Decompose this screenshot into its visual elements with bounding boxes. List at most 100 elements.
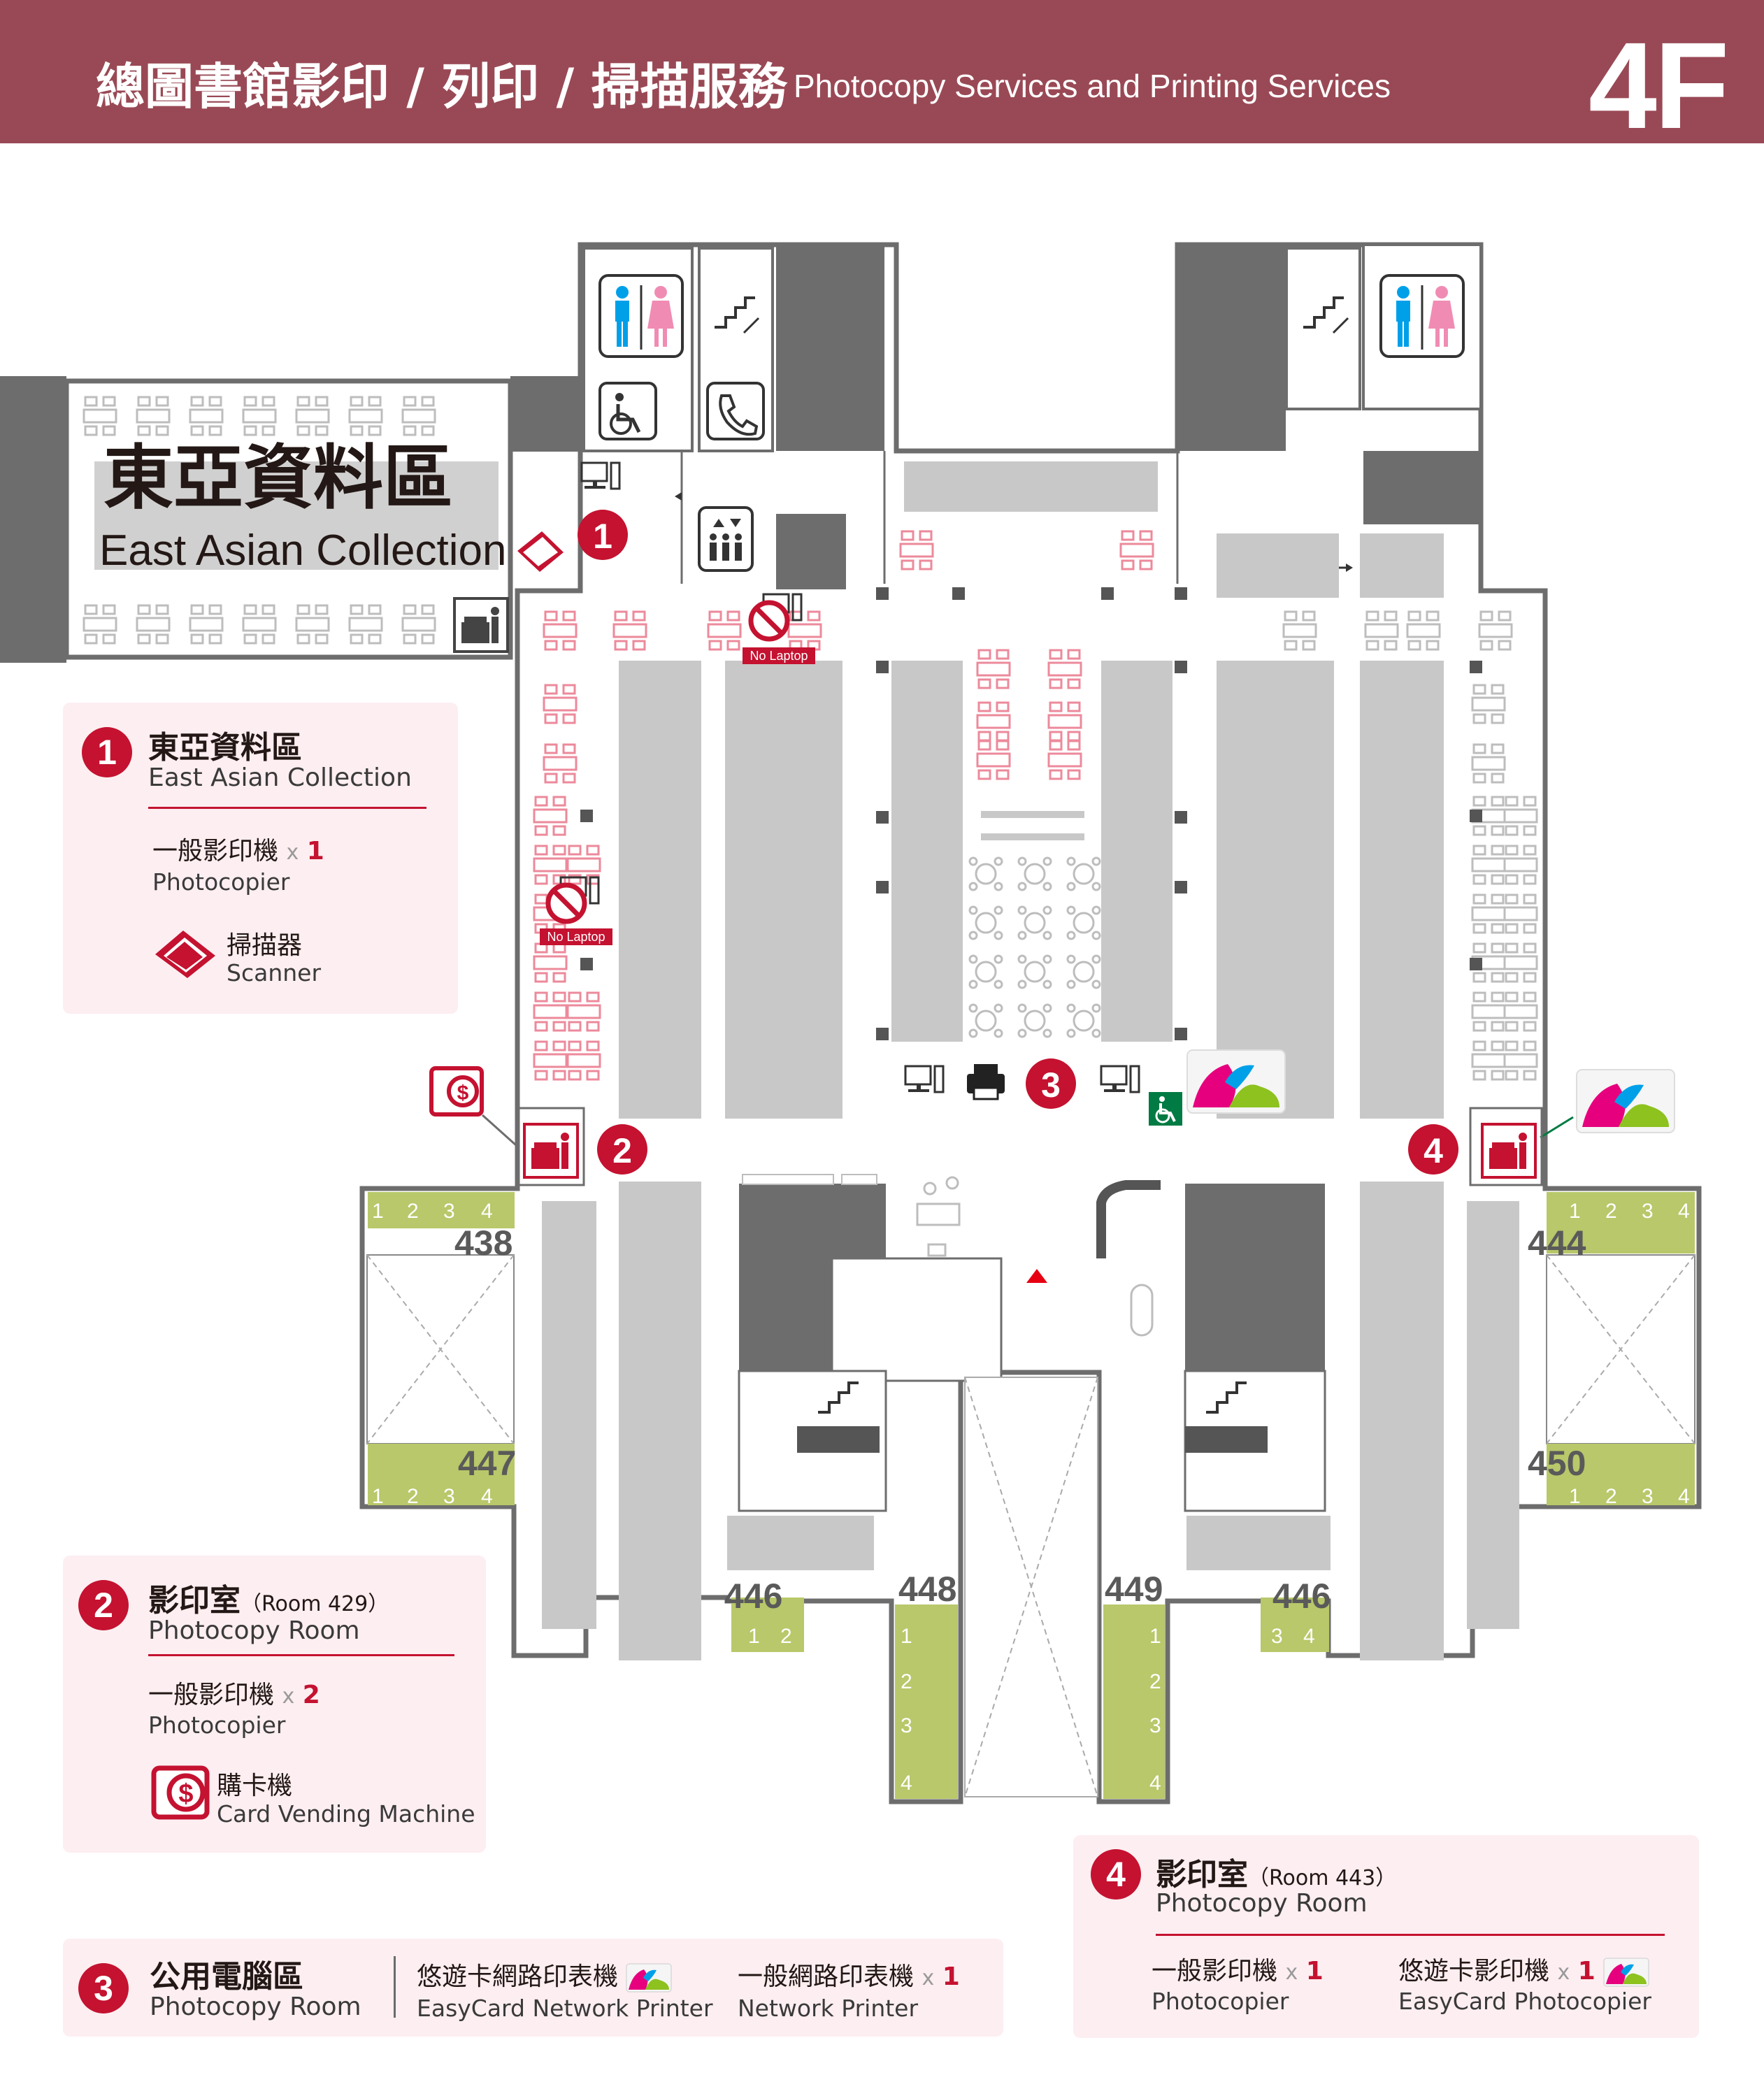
easycard-icon xyxy=(626,1963,672,1993)
legend-item: 一般影印機 x 1 xyxy=(152,831,324,867)
legend-panel-1: 1 東亞資料區 East Asian Collection 一般影印機 x 1 … xyxy=(63,703,458,1014)
legend-panel-3: 3 公用電腦區 Photocopy Room 悠遊卡網路印表機 EasyCard… xyxy=(63,1939,1003,2037)
marker-4: 4 xyxy=(1408,1124,1458,1175)
legend-panel-4: 4 影印室（Room 443） Photocopy Room 一般影印機 x 1… xyxy=(1073,1835,1699,2038)
no-laptop-sign: No Laptop xyxy=(540,876,612,945)
legend-item2-zh: 掃描器 xyxy=(227,931,303,960)
legend-title-zh: 影印室（Room 443） xyxy=(1156,1849,1396,1894)
svg-text:4: 4 xyxy=(1303,1625,1315,1648)
legend-title-en: Photocopy Room xyxy=(150,1993,361,2021)
svg-text:1: 1 xyxy=(1149,1625,1161,1648)
stairs-icon xyxy=(1302,296,1349,334)
legend-number: 4 xyxy=(1091,1849,1141,1900)
legend-number: 1 xyxy=(82,727,132,777)
legend-number: 2 xyxy=(78,1580,129,1630)
title-text: 影印室 xyxy=(1156,1857,1248,1893)
legend-title-zh: 東亞資料區 xyxy=(148,730,302,766)
svg-text:2: 2 xyxy=(901,1670,912,1693)
legend-item1: 一般影印機 x 1 xyxy=(1152,1951,1324,1987)
legend-panel-2: 2 影印室（Room 429） Photocopy Room 一般影印機 x 2… xyxy=(63,1556,486,1853)
item-label: 悠遊卡網路印表機 xyxy=(417,1962,619,1991)
accessible-computer-icon xyxy=(1149,1092,1182,1126)
legend-item2-en: EasyCard Photocopier xyxy=(1398,1988,1651,2015)
svg-text:No Laptop: No Laptop xyxy=(750,649,808,663)
legend-title-zh: 公用電腦區 xyxy=(150,1959,303,1995)
svg-text:4: 4 xyxy=(1678,1485,1690,1508)
divider xyxy=(148,807,426,809)
svg-text:No Laptop: No Laptop xyxy=(547,930,605,944)
svg-text:4: 4 xyxy=(901,1772,912,1795)
qty-value: 1 xyxy=(1305,1957,1324,1986)
qty-value: 1 xyxy=(1577,1957,1596,1986)
void-right xyxy=(1546,1254,1695,1444)
svg-text:3: 3 xyxy=(443,1485,455,1508)
legend-item2-zh: 購卡機 xyxy=(217,1772,293,1800)
svg-text:2: 2 xyxy=(407,1485,419,1508)
legend-number: 3 xyxy=(78,1963,129,2013)
page-subtitle: Photocopy Services and Printing Services xyxy=(794,68,1391,104)
item-label: 一般影印機 xyxy=(1152,1957,1278,1986)
legend-item2: 悠遊卡影印機 x 1 xyxy=(1398,1951,1649,1987)
marker-1: 1 xyxy=(578,510,628,560)
copier-icon xyxy=(523,1123,579,1179)
svg-text:438: 438 xyxy=(454,1223,512,1263)
east-asian-label-en: East Asian Collection xyxy=(99,526,506,575)
room-numbers: 438 447 444 450 446 448 449 446 xyxy=(454,1223,1586,1616)
svg-text:4: 4 xyxy=(481,1485,493,1508)
svg-text:446: 446 xyxy=(1272,1577,1331,1616)
svg-text:1: 1 xyxy=(748,1625,760,1648)
restroom-icon xyxy=(598,274,684,358)
legend-item2-en: Card Vending Machine xyxy=(217,1800,475,1828)
qty-value: 1 xyxy=(306,837,324,866)
svg-text:1: 1 xyxy=(901,1625,912,1648)
svg-text:449: 449 xyxy=(1105,1570,1163,1609)
svg-text:4: 4 xyxy=(1678,1200,1690,1223)
item-label: 一般影印機 xyxy=(148,1681,275,1709)
room-number: （Room 429） xyxy=(241,1592,389,1616)
svg-text:3: 3 xyxy=(901,1714,912,1737)
legend-item-en: Photocopier xyxy=(148,1711,286,1739)
svg-text:2: 2 xyxy=(407,1200,419,1223)
svg-text:2: 2 xyxy=(1605,1485,1617,1508)
restroom-icon xyxy=(1379,274,1465,358)
easycard-icon xyxy=(1603,1958,1649,1987)
svg-text:2: 2 xyxy=(1149,1670,1161,1693)
svg-text:1: 1 xyxy=(1569,1485,1581,1508)
divider xyxy=(394,1956,396,2018)
legend-item1-zh: 悠遊卡網路印表機 xyxy=(417,1956,672,1993)
elevator-icon xyxy=(698,506,754,572)
svg-text:1: 1 xyxy=(1569,1200,1581,1223)
lockers xyxy=(368,1192,1695,1799)
card-vending-machine-icon: $ xyxy=(429,1066,484,1117)
void-left xyxy=(366,1254,515,1444)
printer-icon xyxy=(967,1064,1005,1100)
divider xyxy=(1156,1934,1665,1936)
title-text: 影印室 xyxy=(148,1583,241,1618)
qty-x: x xyxy=(922,1966,935,1990)
svg-text:2: 2 xyxy=(612,1131,632,1170)
svg-text:3: 3 xyxy=(1642,1485,1654,1508)
legend-item-en: Photocopier xyxy=(152,868,290,896)
legend-item1-en: EasyCard Network Printer xyxy=(417,1995,713,2022)
svg-text:4: 4 xyxy=(1424,1131,1443,1170)
legend-item2: 一般網路印表機 x 1 xyxy=(738,1956,960,1993)
east-asian-label-zh: 東亞資料區 xyxy=(103,437,453,519)
legend-title-zh: 影印室（Room 429） xyxy=(148,1575,389,1620)
svg-text:4: 4 xyxy=(481,1200,493,1223)
room-number: （Room 443） xyxy=(1248,1866,1397,1890)
copier-icon xyxy=(1481,1123,1537,1179)
svg-text:1: 1 xyxy=(372,1200,384,1223)
qty-x: x xyxy=(282,1684,295,1709)
svg-text:448: 448 xyxy=(898,1570,956,1609)
legend-title-en: Photocopy Room xyxy=(148,1616,360,1645)
scanner-icon xyxy=(517,531,564,572)
svg-text:4: 4 xyxy=(1149,1772,1161,1795)
item-label: 一般影印機 xyxy=(152,837,279,866)
svg-text:3: 3 xyxy=(1642,1200,1654,1223)
floor-label: 4F xyxy=(1589,17,1729,155)
marker-2: 2 xyxy=(597,1124,647,1175)
legend-item: 一般影印機 x 2 xyxy=(148,1674,320,1711)
marker-3: 3 xyxy=(1026,1058,1076,1109)
svg-text:3: 3 xyxy=(1149,1714,1161,1737)
svg-text:450: 450 xyxy=(1528,1444,1586,1483)
